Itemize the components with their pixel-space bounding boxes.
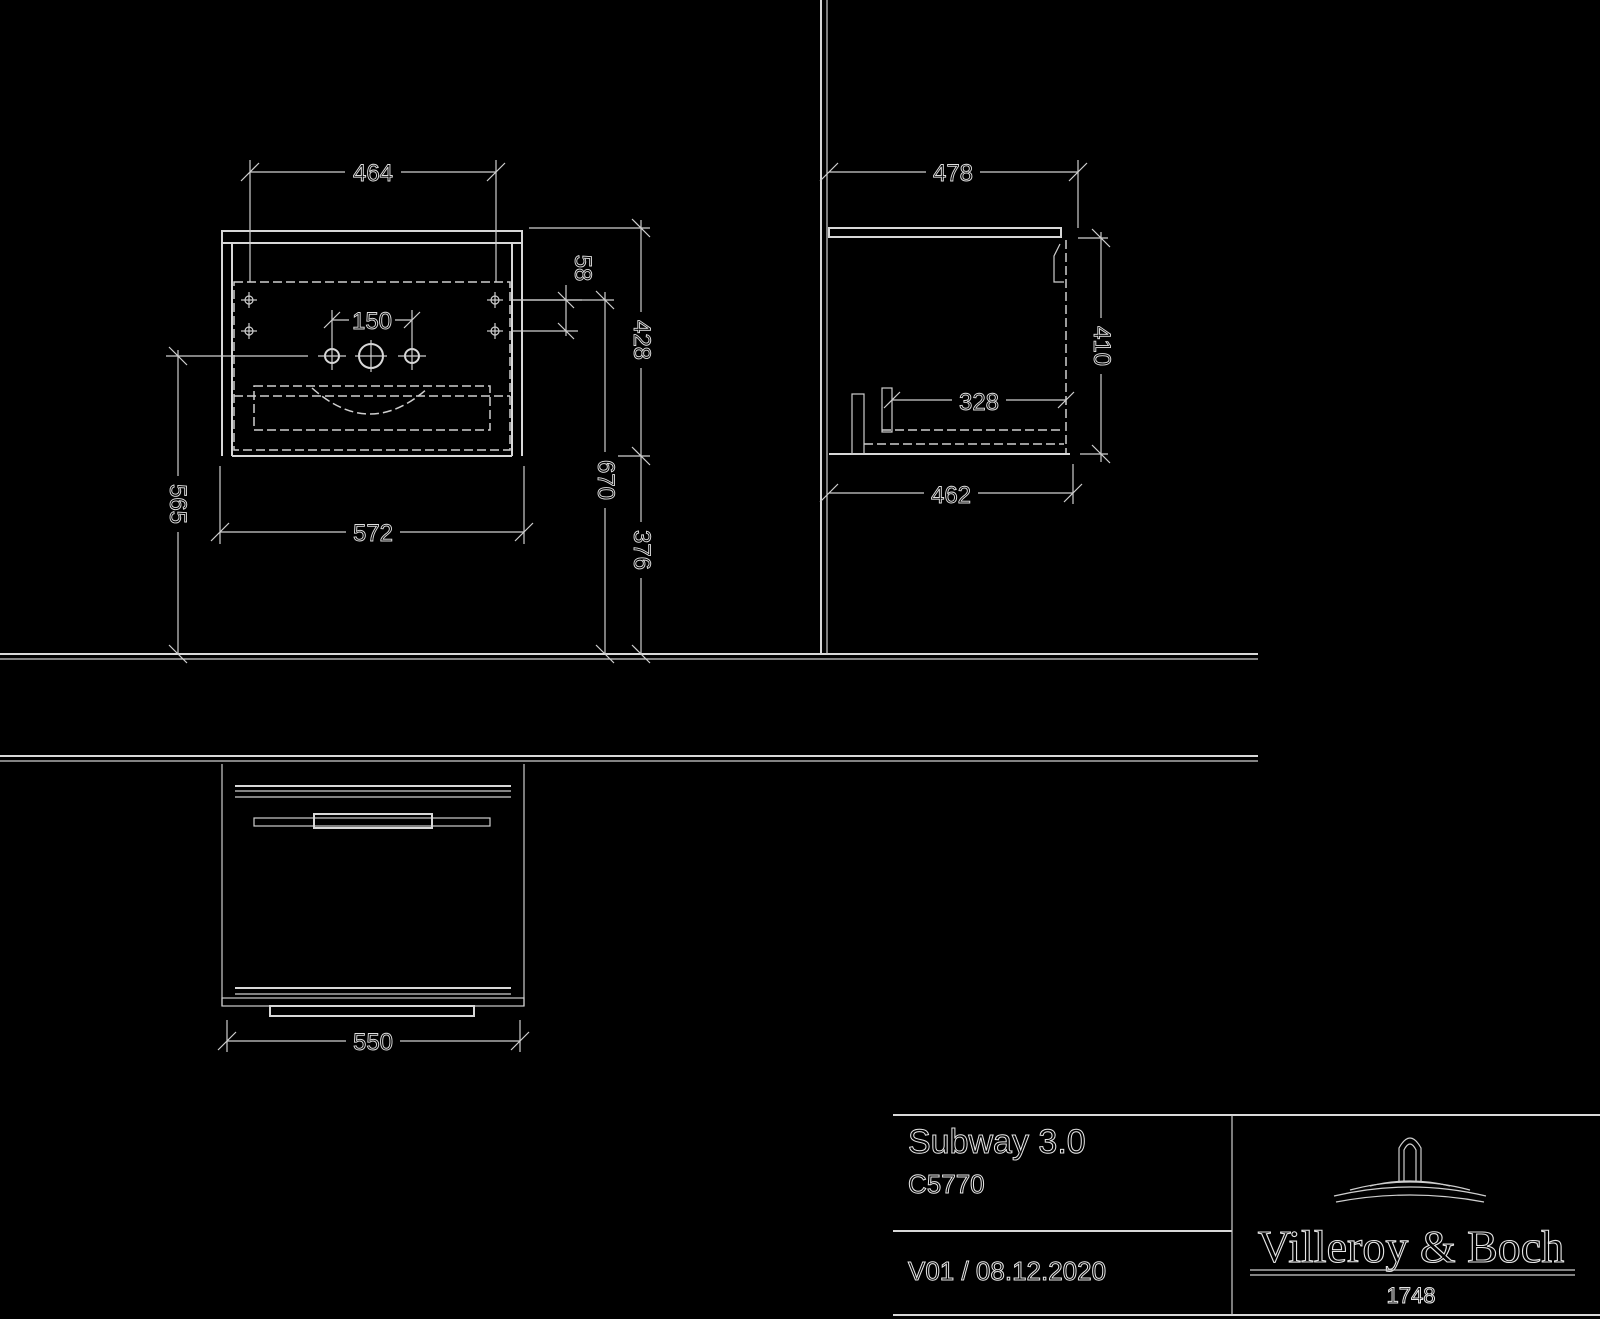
wall-line-plan (0, 755, 1258, 762)
tap-hole-icon (318, 340, 426, 372)
fountain-logo-icon (1333, 1137, 1487, 1203)
dim-tap-spacing: 150 (352, 308, 392, 335)
product-code: C5770 (908, 1169, 985, 1199)
dim-cabinet-height: 428 (628, 320, 655, 360)
product-name: Subway 3.0 (908, 1123, 1086, 1161)
mount-point-icon (241, 292, 503, 339)
dim-top-depth: 478 (933, 160, 973, 187)
front-view: 464 150 58 428 376 670 (164, 158, 655, 664)
dim-height-to-tap: 565 (164, 484, 191, 524)
dim-side-height: 410 (1088, 326, 1115, 366)
brand-name: Villeroy & Boch (1258, 1221, 1564, 1272)
dim-cabinet-depth: 462 (931, 482, 971, 509)
wall-line-side (820, 0, 828, 654)
version-date: V01 / 08.12.2020 (908, 1256, 1106, 1286)
dim-plan-width: 550 (353, 1029, 393, 1056)
plan-view: 550 (217, 764, 530, 1056)
title-block: Subway 3.0 C5770 V01 / 08.12.2020 Viller… (893, 1114, 1600, 1316)
dim-drawer-depth: 328 (959, 389, 999, 416)
brand-year: 1748 (1387, 1283, 1436, 1308)
side-view: 478 410 328 462 (819, 158, 1115, 509)
dim-total-height: 670 (592, 460, 619, 500)
floor-line (0, 653, 1258, 660)
dim-tap-offset: 58 (569, 255, 596, 282)
dim-overall-width: 572 (353, 520, 393, 547)
dim-floor-clearance: 376 (628, 530, 655, 570)
dim-top-width: 464 (353, 160, 393, 187)
